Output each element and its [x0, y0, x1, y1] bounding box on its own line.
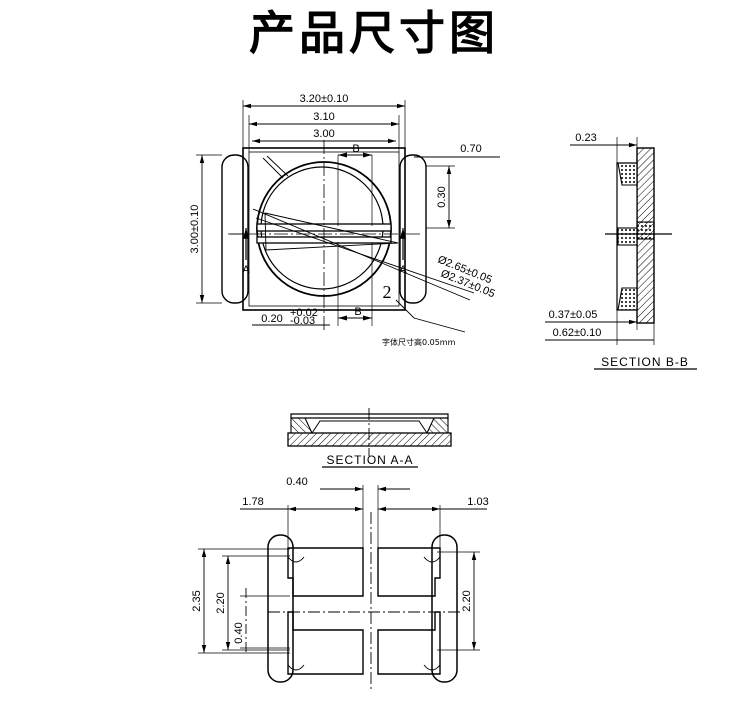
sec-bb-bottom-electrode — [617, 287, 638, 311]
top-view-left-terminal — [221, 154, 249, 304]
sec-bb-middle-electrode — [617, 227, 638, 246]
bottom-right-pad-lower — [377, 611, 441, 675]
bv-dim-center-gap-label: 0.40 — [286, 476, 307, 488]
sec-bb-dim-top-thickness-label: 0.23 — [575, 132, 596, 144]
section-aa-caption: SECTION A-A — [326, 453, 413, 467]
section-a-label-right: A — [399, 264, 407, 276]
bottom-view-right-terminal — [431, 534, 458, 683]
section-b-b-view: 0.23 0.37±0.05 0.62±0.10 SECTION B-B — [545, 132, 697, 370]
sec-bb-dim-inner-thickness-label: 0.37±0.05 — [549, 309, 598, 321]
sec-aa-cavity-line — [311, 420, 428, 434]
lens-chamfer-mark — [262, 157, 284, 179]
lens-wedge-shape — [264, 212, 399, 251]
top-plan-view: 3.20±0.10 3.10 3.00 B B 3.00±0.10 A A 0.… — [189, 93, 500, 347]
dim-slot-height-label: 0.30 — [436, 186, 448, 207]
section-b-label-top: B — [352, 143, 359, 155]
bottom-right-notch-lower — [423, 664, 441, 671]
bv-dim-left-pad-span-label: 1.78 — [242, 496, 263, 508]
section-a-label-left: A — [242, 264, 250, 276]
top-view-right-terminal — [399, 154, 427, 304]
sec-aa-cover-plate — [290, 413, 449, 419]
section-bb-caption: SECTION B-B — [601, 355, 689, 369]
dim-pad-thickness-tol-minus: -0.03 — [290, 315, 315, 327]
sec-bb-top-electrode — [617, 162, 638, 186]
dim-pad-thickness-tol-plus: +0.02 — [290, 307, 318, 319]
bottom-right-notch-upper — [423, 556, 441, 563]
bottom-right-pad-upper — [377, 547, 441, 597]
callout-balloon-2: 2 — [383, 282, 392, 302]
bottom-left-notch-lower — [287, 664, 305, 671]
sec-aa-base-slab — [287, 432, 452, 447]
sec-bb-dim-overall-thickness-label: 0.62±0.10 — [553, 327, 602, 339]
sec-bb-middle-electrode-2 — [636, 221, 655, 240]
dim-pad-width-label: 0.70 — [460, 143, 481, 155]
lens-chamfer-mark-2 — [266, 155, 289, 177]
dim-body-width-mid-label: 3.10 — [313, 111, 334, 123]
callout-note-text: 字体尺寸高0.05mm — [382, 337, 456, 347]
dim-overall-height-label: 3.00±0.10 — [189, 205, 201, 254]
bv-dim-right-pad-span-label: 1.03 — [467, 496, 488, 508]
bv-dim-right-pad-height-label: 2.20 — [461, 590, 473, 611]
sec-aa-right-wall — [426, 417, 449, 434]
bottom-left-pad-lower — [287, 611, 364, 675]
bottom-left-pad-upper — [287, 547, 364, 597]
section-b-label-bottom: B — [354, 306, 361, 318]
bottom-view-left-terminal — [267, 534, 294, 683]
bv-dim-overall-height-label: 2.35 — [191, 590, 203, 611]
dim-overall-width-label: 3.20±0.10 — [300, 93, 349, 105]
bottom-left-notch-upper — [287, 556, 305, 563]
section-a-a-view: SECTION A-A — [287, 408, 452, 468]
bv-dim-notch-height-label: 0.40 — [233, 622, 245, 643]
bv-dim-left-pad-height-label: 2.20 — [215, 592, 227, 613]
sec-aa-left-wall — [290, 417, 313, 434]
bottom-pad-layout-view: 0.40 1.78 1.03 2.35 2.20 0.40 2.20 — [191, 476, 489, 692]
dim-body-width-inner-label: 3.00 — [313, 128, 334, 140]
callout-leader-line — [395, 299, 466, 333]
dim-pad-thickness-label: 0.20 — [261, 313, 282, 325]
lens-leader-line-2 — [255, 217, 475, 294]
page-title: 产品尺寸图 — [249, 6, 499, 60]
